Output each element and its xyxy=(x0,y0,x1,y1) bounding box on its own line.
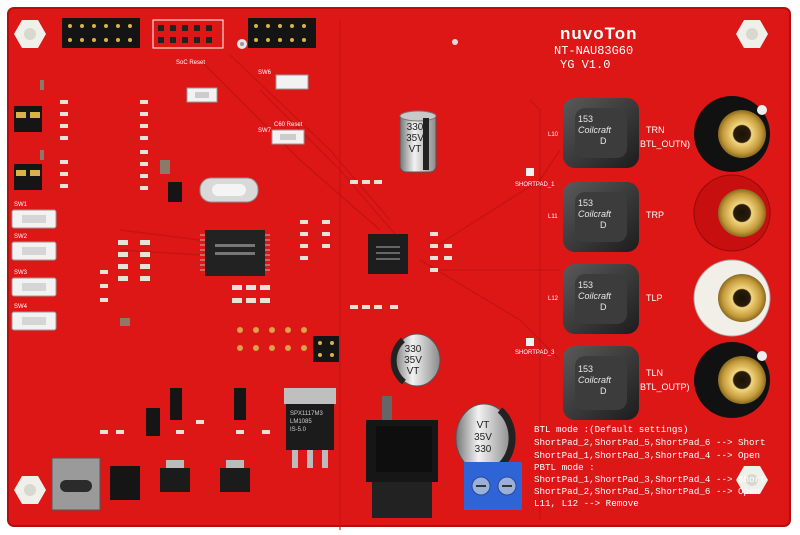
standoff-top-right xyxy=(736,20,768,48)
switch-sw2[interactable] xyxy=(11,241,57,261)
cap2-rating: 35V xyxy=(404,355,422,366)
l11-marking: 153 xyxy=(578,198,594,208)
pbtl-line3: L11, L12 --> Remove xyxy=(534,498,639,509)
capacitor-c1 xyxy=(399,110,437,173)
inductor-l11 xyxy=(563,182,639,252)
reg-line1: SPX1117M3 xyxy=(290,411,323,417)
voltage-regulator xyxy=(284,388,336,468)
cap2-series: VT xyxy=(406,366,420,377)
pbtl-line1: ShortPad_1,ShortPad_3,ShortPad_4 --> Sho… xyxy=(534,474,766,485)
net-tlp: TLP xyxy=(646,293,663,303)
shortpad-1-label: SHORTPAD_1 xyxy=(515,182,555,188)
standoff-bottom-right xyxy=(736,466,768,494)
l13-grade: D xyxy=(600,386,607,396)
capacitor-c2 xyxy=(390,333,441,387)
standoff-top-left xyxy=(14,20,46,48)
cap1-rating: 35V xyxy=(406,133,424,144)
jumper-jp5[interactable] xyxy=(146,408,160,436)
sw2-label: SW2 xyxy=(14,234,28,240)
sw6-label: SW6 xyxy=(258,70,272,76)
l11-brand: Coilcraft xyxy=(578,209,612,219)
shortpad-3-label: SHORTPAD_3 xyxy=(515,350,555,356)
soc-reset-label: SoC Reset xyxy=(176,60,206,66)
dc-power-jack[interactable] xyxy=(366,396,438,518)
l11-grade: D xyxy=(600,220,607,230)
soc-reset-button[interactable] xyxy=(186,87,218,103)
switch-sw1[interactable] xyxy=(11,209,57,229)
net-tln: TLN xyxy=(646,368,664,378)
header-top-left[interactable] xyxy=(62,18,140,48)
net-trp: TRP xyxy=(646,210,664,220)
l13-brand: Coilcraft xyxy=(578,375,612,385)
header-top-center[interactable] xyxy=(152,19,224,49)
jumper-center[interactable] xyxy=(313,336,339,362)
board-version: YG V1.0 xyxy=(560,58,611,72)
test-pad-grid xyxy=(237,327,307,351)
net-trn-note: BTL_OUTN) xyxy=(640,139,691,149)
switch-sw6[interactable] xyxy=(275,74,309,90)
c60-reset-label: C60 Reset xyxy=(274,122,303,128)
switch-sw4[interactable] xyxy=(11,311,57,331)
cap3-rating: 35V xyxy=(474,432,492,443)
ldo-u9 xyxy=(220,460,250,492)
jumper-jp4[interactable] xyxy=(234,388,246,420)
net-trn: TRN xyxy=(646,125,665,135)
brand-logo: nuvoTon xyxy=(560,24,638,43)
header-bottom-left[interactable] xyxy=(110,466,140,500)
l10-marking: 153 xyxy=(578,114,594,124)
l12-brand: Coilcraft xyxy=(578,291,612,301)
btl-line2: ShortPad_1,ShortPad_3,ShortPad_4 --> Ope… xyxy=(534,450,761,461)
sw4-label: SW4 xyxy=(14,304,28,310)
jumper-jp2[interactable] xyxy=(14,164,42,190)
mcu-chip xyxy=(200,230,270,276)
jumper-jp3[interactable] xyxy=(170,388,182,420)
ldo-u8 xyxy=(160,460,190,492)
l10-ref: L10 xyxy=(548,132,559,138)
reg-line2: LM1085 xyxy=(290,419,312,425)
btl-line1: ShortPad_2,ShortPad_5,ShortPad_6 --> Sho… xyxy=(534,437,766,448)
inductor-l12 xyxy=(563,264,639,334)
c60-reset-button[interactable] xyxy=(271,129,305,145)
cap2-value: 330 xyxy=(404,344,422,355)
output-jack-outrp[interactable] xyxy=(693,174,771,252)
inductor-l10 xyxy=(563,98,639,168)
sw1-label: SW1 xyxy=(14,202,28,208)
jumper-small[interactable] xyxy=(168,182,182,202)
usb-c-port[interactable] xyxy=(51,457,101,511)
l13-marking: 153 xyxy=(578,364,594,374)
codec-chip xyxy=(368,234,408,274)
sw7-label: SW7 xyxy=(258,128,272,134)
l11-ref: L11 xyxy=(548,214,558,220)
sw3-label: SW3 xyxy=(14,270,28,276)
jumper-jp1[interactable] xyxy=(14,106,42,132)
l12-ref: L12 xyxy=(548,296,559,302)
net-tln-note: BTL_OUTP) xyxy=(640,382,690,392)
output-jack-outrn[interactable] xyxy=(694,96,770,172)
cap3-series: VT xyxy=(476,420,490,431)
cap1-series: VT xyxy=(408,144,422,155)
capacitor-c3 xyxy=(455,403,516,473)
pbtl-line2: ShortPad_2,ShortPad_5,ShortPad_6 --> Ope… xyxy=(534,486,761,497)
cap3-value: 330 xyxy=(474,444,492,455)
btl-title: BTL mode :(Default settings) xyxy=(534,424,689,435)
output-jack-outlp[interactable] xyxy=(693,259,771,337)
cap1-value: 330 xyxy=(406,122,424,133)
inductor-l13 xyxy=(563,346,639,420)
standoff-bottom-left xyxy=(14,476,46,504)
l10-brand: Coilcraft xyxy=(578,125,612,135)
l10-grade: D xyxy=(600,136,607,146)
switch-sw3[interactable] xyxy=(11,277,57,297)
header-top-right[interactable] xyxy=(248,18,316,48)
screw-terminal[interactable] xyxy=(464,462,522,510)
output-jack-outln[interactable] xyxy=(694,342,770,418)
pbtl-title: PBTL mode : xyxy=(534,462,595,473)
reg-line3: IS-5.0 xyxy=(290,427,307,433)
l12-marking: 153 xyxy=(578,280,594,290)
board-model: NT-NAU83G60 xyxy=(554,44,634,58)
l12-grade: D xyxy=(600,302,607,312)
